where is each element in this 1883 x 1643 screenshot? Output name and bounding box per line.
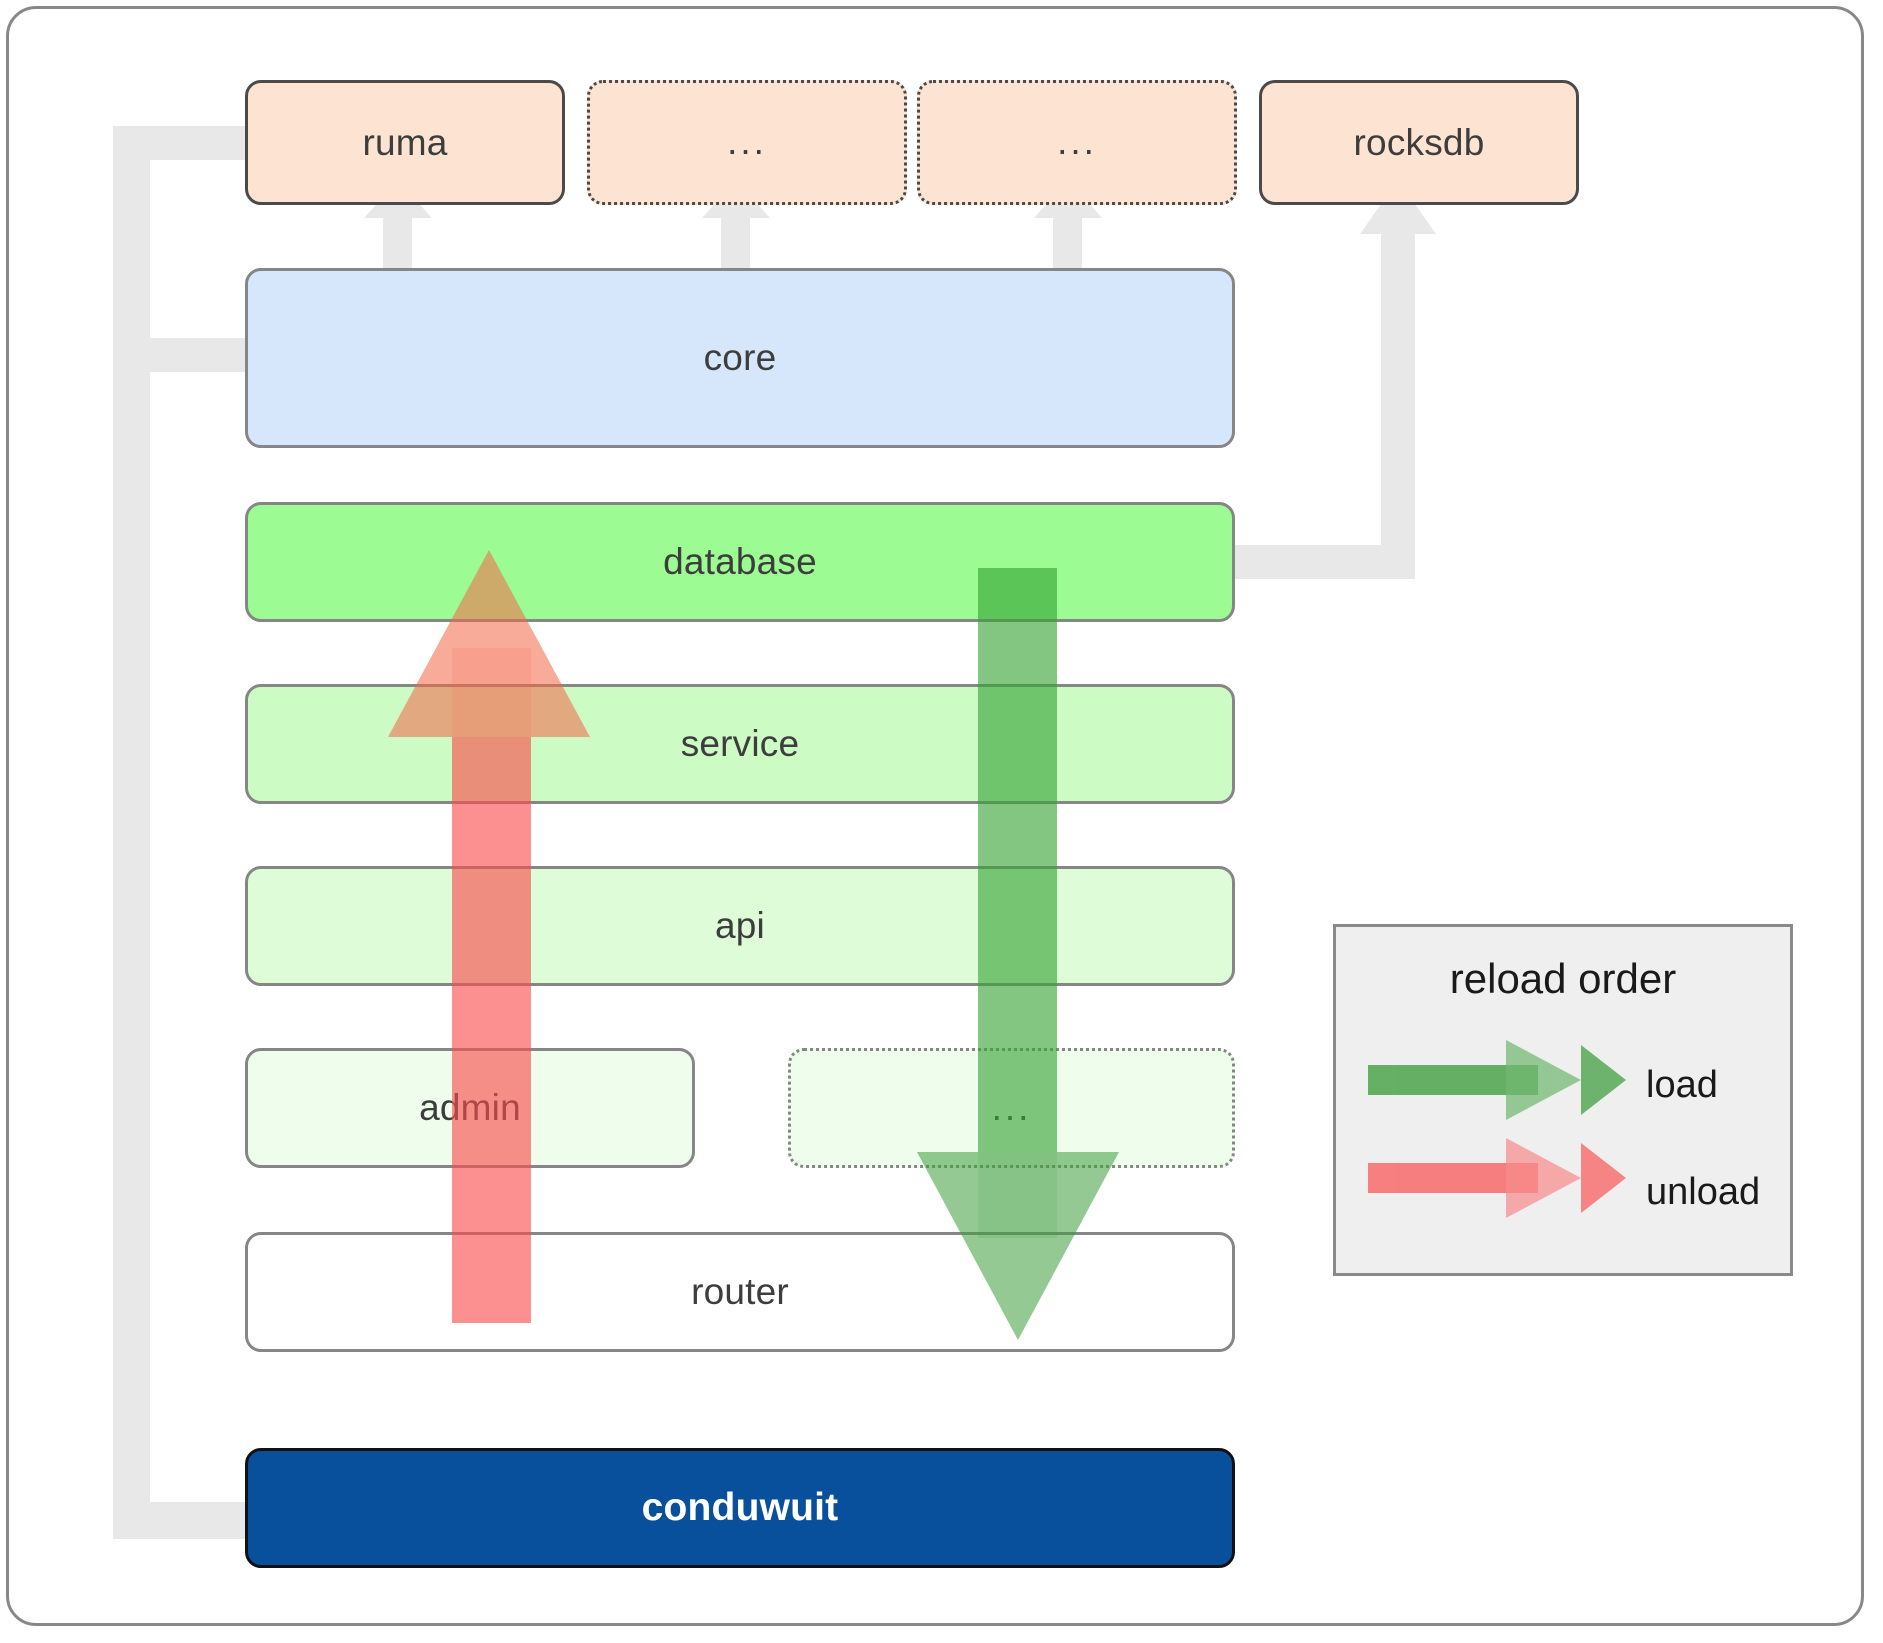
legend-unload-head [1581,1143,1626,1213]
external-box-rocksdb-label: rocksdb [1353,121,1485,163]
layer-box-api[interactable]: api [245,866,1235,986]
layer-box-admin-label: admin [419,1087,521,1128]
layer-box-api-label: api [715,905,765,946]
external-box-rocksdb[interactable]: rocksdb [1259,80,1579,205]
external-box-ruma[interactable]: ruma [245,80,565,205]
layer-box-database-label: database [663,541,817,582]
legend-arrows [1368,1040,1626,1218]
layer-box-router[interactable]: router [245,1232,1235,1352]
layer-box-conduwuit[interactable]: conduwuit [245,1448,1235,1568]
layer-box-database[interactable]: database [245,502,1235,622]
legend-load-head-outer [1506,1040,1581,1120]
legend-panel: reload order load unload [1333,924,1793,1276]
layer-box-service-label: service [680,723,800,764]
external-box-ellipsis-1[interactable]: ... [587,80,907,205]
legend-label-unload: unload [1646,1171,1761,1213]
layer-box-admin[interactable]: admin [245,1048,695,1168]
legend-unload-head-outer [1506,1138,1581,1218]
legend-title: reload order [1449,955,1677,1002]
layer-box-core[interactable]: core [245,268,1235,448]
external-box-ellipsis-2-label: ... [1057,121,1097,163]
legend-label-load: load [1646,1064,1718,1106]
legend-load-head [1581,1045,1626,1115]
external-box-ellipsis-1-label: ... [727,121,767,163]
layer-box-conduwuit-label: conduwuit [641,1486,839,1529]
external-box-ellipsis-2[interactable]: ... [917,80,1237,205]
legend-load-arrow [1368,1040,1626,1120]
layer-box-service[interactable]: service [245,684,1235,804]
layer-box-core-label: core [703,337,777,378]
external-box-ruma-label: ruma [362,121,448,163]
layer-box-extra-label: ... [991,1086,1032,1128]
diagram-frame [6,6,1864,1626]
legend-unload-arrow [1368,1138,1626,1218]
layer-box-router-label: router [691,1271,789,1312]
layer-box-extra[interactable]: ... [788,1048,1235,1168]
